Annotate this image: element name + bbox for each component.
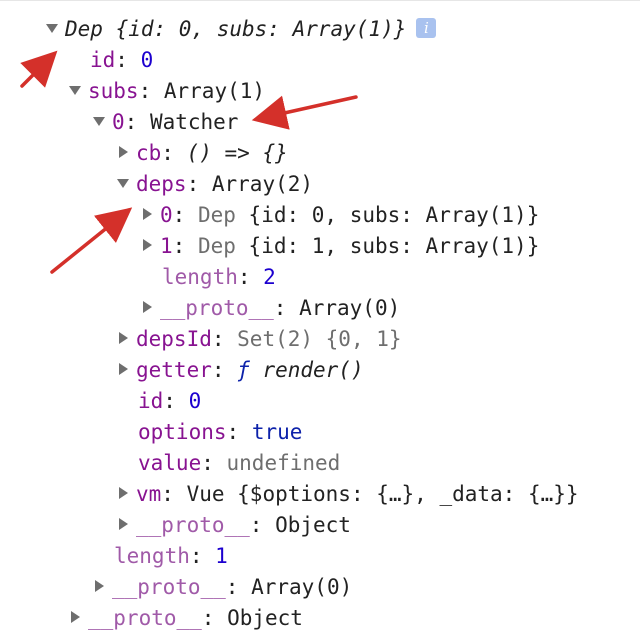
property-key: __proto__	[88, 606, 202, 630]
dep-summary: {id: 0, subs: Array(1)}	[115, 17, 407, 41]
property-key: cb	[136, 141, 162, 165]
dep-type: Dep	[197, 203, 236, 227]
property-value: Array(0)	[299, 296, 401, 320]
expand-triangle-right-icon[interactable]	[95, 580, 104, 592]
expand-triangle-right-icon[interactable]	[71, 611, 80, 623]
expand-triangle-down-icon[interactable]	[69, 85, 81, 95]
property-key: getter	[136, 358, 212, 382]
tree-row-deps-length: length: 2	[162, 265, 276, 289]
tree-row-cb[interactable]: cb: () => {}	[117, 138, 288, 169]
expand-triangle-right-icon[interactable]	[119, 146, 128, 158]
array-index: 1	[160, 234, 173, 258]
expand-triangle-right-icon[interactable]	[119, 332, 128, 344]
array-index: 0	[112, 110, 125, 134]
tree-row-id: id: 0	[90, 48, 154, 72]
expand-triangle-right-icon[interactable]	[119, 363, 128, 375]
property-value: 0	[140, 48, 154, 72]
property-value: 1	[215, 544, 228, 568]
property-value: Object	[227, 606, 303, 630]
property-key: length	[162, 265, 238, 289]
red-arrow-2-icon	[251, 95, 358, 130]
tree-row-depsId[interactable]: depsId: Set(2) {0, 1}	[117, 324, 402, 355]
tree-row-deps-proto[interactable]: __proto__: Array(0)	[141, 293, 400, 324]
expand-triangle-down-icon[interactable]	[93, 116, 105, 126]
tree-row-vm[interactable]: vm: Vue {$options: {…}, _data: {…}}	[117, 479, 579, 510]
expand-triangle-down-icon[interactable]	[46, 23, 58, 33]
property-key: subs	[88, 79, 139, 103]
property-key: __proto__	[136, 513, 250, 537]
tree-row-watcher-proto[interactable]: __proto__: Object	[117, 510, 351, 541]
tree-row-watcher[interactable]: 0: Watcher	[93, 107, 238, 138]
dep-label: Dep	[65, 17, 103, 41]
tree-row-getter[interactable]: getter: ƒ render()	[117, 355, 364, 386]
tree-row-deps-item-0[interactable]: 0: Dep {id: 0, subs: Array(1)}	[141, 200, 539, 231]
dep-summary: {id: 1, subs: Array(1)}	[248, 234, 540, 258]
property-value: Array(0)	[251, 575, 353, 599]
red-arrow-1-icon	[20, 50, 58, 88]
expand-triangle-right-icon[interactable]	[119, 487, 128, 499]
array-index: 0	[160, 203, 173, 227]
info-icon[interactable]: i	[416, 18, 437, 38]
property-value: Object	[275, 513, 351, 537]
property-value: render()	[262, 358, 364, 382]
dep-type: Dep	[197, 234, 236, 258]
watcher-type: Watcher	[149, 110, 239, 134]
property-key: __proto__	[112, 575, 226, 599]
property-value: Array(2)	[211, 172, 314, 196]
property-value: Array(1)	[163, 79, 266, 103]
property-value: 0	[188, 389, 202, 413]
property-key: __proto__	[160, 296, 274, 320]
tree-row-subs[interactable]: subs: Array(1)	[69, 76, 265, 107]
property-key: id	[138, 389, 164, 413]
property-value: 2	[263, 265, 276, 289]
tree-row-deps-item-1[interactable]: 1: Dep {id: 1, subs: Array(1)}	[141, 231, 539, 262]
tree-row-value: value: undefined	[138, 451, 341, 475]
property-key: options	[138, 420, 227, 444]
property-key: vm	[136, 482, 162, 506]
property-value: true	[251, 420, 303, 444]
property-key: value	[138, 451, 202, 475]
dep-summary: {id: 0, subs: Array(1)}	[248, 203, 540, 227]
tree-row-watcher-id: id: 0	[138, 389, 202, 413]
property-key: depsId	[136, 327, 212, 351]
top-divider	[0, 0, 640, 1]
tree-row-deps[interactable]: deps: Array(2)	[117, 169, 313, 200]
property-value: Vue {$options: {…}, _data: {…}}	[186, 482, 579, 506]
expand-triangle-right-icon[interactable]	[143, 239, 152, 251]
tree-row-subs-length: length: 1	[114, 544, 228, 568]
expand-triangle-right-icon[interactable]	[143, 301, 152, 313]
tree-row-root-proto[interactable]: __proto__: Object	[69, 603, 303, 634]
tree-row-subs-proto[interactable]: __proto__: Array(0)	[93, 572, 352, 603]
red-arrow-3-icon	[50, 207, 133, 274]
property-value: Set(2) {0, 1}	[237, 327, 402, 351]
expand-triangle-right-icon[interactable]	[143, 208, 152, 220]
property-key: id	[90, 48, 116, 72]
property-key: deps	[136, 172, 187, 196]
property-value: () => {}	[186, 141, 288, 165]
expand-triangle-right-icon[interactable]	[119, 518, 128, 530]
function-glyph: ƒ	[237, 358, 250, 382]
tree-row-dep-root[interactable]: Dep {id: 0, subs: Array(1)} i	[46, 14, 437, 45]
expand-triangle-down-icon[interactable]	[117, 178, 129, 188]
property-value: undefined	[226, 451, 341, 475]
property-key: length	[114, 544, 190, 568]
tree-row-options: options: true	[138, 420, 303, 444]
